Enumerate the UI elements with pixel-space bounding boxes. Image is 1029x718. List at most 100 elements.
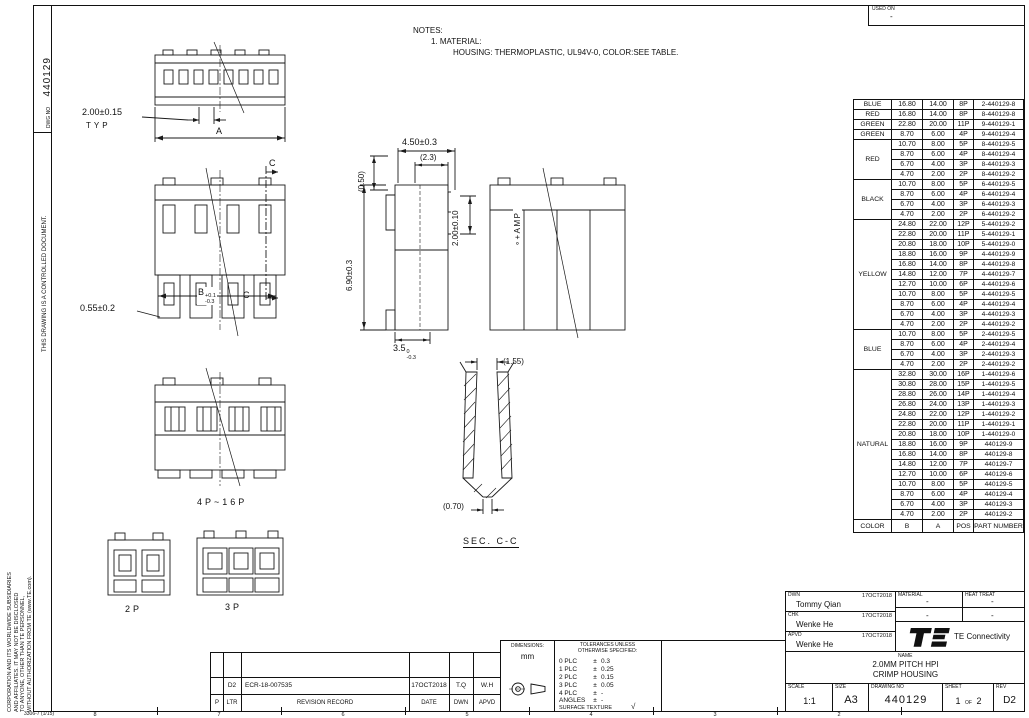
a-cell: 4.00 [922, 349, 954, 360]
pos-cell: 11P [953, 119, 974, 130]
part-number-cell: 2-440129-3 [973, 349, 1024, 360]
section-letter-top: C [269, 158, 276, 168]
a-cell: 30.00 [922, 369, 954, 380]
tolerance-grid-line [661, 641, 662, 712]
pos-cell: 2P [953, 319, 974, 330]
view-label-2p: 2P [125, 604, 143, 614]
b-cell: 22.80 [891, 419, 923, 430]
part-number-cell: 5-440129-1 [973, 229, 1024, 240]
b-cell: 12.70 [891, 279, 923, 290]
a-cell: 16.00 [922, 439, 954, 450]
a-cell: 8.00 [922, 479, 954, 490]
pos-cell: 5P [953, 179, 974, 190]
product-name-line-2: CRIMP HOUSING [872, 670, 939, 679]
part-number-cell: 440129-3 [973, 499, 1024, 510]
sheet-label: SHEET [945, 684, 962, 690]
part-number-cell: 1-440129-2 [973, 409, 1024, 420]
pos-cell: 3P [953, 199, 974, 210]
a-cell: 8.00 [922, 139, 954, 150]
pos-cell: 12P [953, 219, 974, 230]
zone-tick [529, 707, 530, 715]
tolerance-row-4: 4 PLC±- [559, 690, 604, 697]
a-cell: 20.00 [922, 229, 954, 240]
part-number-cell: 8-440129-4 [973, 149, 1024, 160]
rev-cell: REV D2 [994, 684, 1025, 712]
zone-number: 3 [713, 712, 717, 718]
apvd-label: APVD [788, 632, 802, 638]
b-cell: 16.80 [891, 449, 923, 460]
revision-grid-line [211, 677, 501, 678]
a-cell: 14.00 [922, 109, 954, 120]
pos-cell: 3P [953, 349, 974, 360]
form-number: 3306-7 (1/15) [24, 711, 55, 717]
b-cell: 6.70 [891, 499, 923, 510]
dim-0-55: 0.55±0.2 [80, 303, 115, 313]
a-cell: 8.00 [922, 179, 954, 190]
a-cell: 2.00 [922, 509, 954, 520]
pos-cell: 10P [953, 429, 974, 440]
a-cell: 12.00 [922, 269, 954, 280]
sheet-cell: SHEET 1 OF 2 [943, 684, 994, 712]
a-cell: 6.00 [922, 149, 954, 160]
brand-cell: TE Connectivity [896, 622, 1025, 652]
a-cell: 20.00 [922, 119, 954, 130]
dim-6-90: 6.90±0.3 [345, 259, 354, 291]
scale-label: SCALE [788, 684, 805, 690]
a-cell: 28.00 [922, 379, 954, 390]
col-header-b: B [891, 519, 923, 533]
frame-line [33, 132, 52, 133]
sheet-value: 1 OF 2 [955, 696, 982, 706]
notes-item-1-detail: HOUSING: THERMOPLASTIC, UL94V-0, COLOR:S… [453, 48, 679, 57]
pos-cell: 4P [953, 129, 974, 140]
col-header-color: COLOR [853, 519, 892, 533]
chk-label: CHK [788, 612, 799, 618]
revision-record: ECR-18-007535 [245, 682, 292, 689]
used-on-label: USED ON [872, 6, 895, 12]
a-cell: 22.00 [922, 409, 954, 420]
dwn-label: DWN [788, 592, 800, 598]
size-value: A3 [844, 694, 858, 706]
drawing-no-value: 440129 [884, 694, 928, 706]
pos-cell: 15P [953, 379, 974, 390]
part-number-cell: 440129-5 [973, 479, 1024, 490]
zone-tick [157, 707, 158, 715]
section-title: SEC. C-C [463, 536, 519, 549]
color-cell: RED [853, 109, 892, 120]
notes-title: NOTES: [413, 26, 443, 35]
a-cell: 6.00 [922, 489, 954, 500]
pos-cell: 9P [953, 439, 974, 450]
projection-symbol [509, 682, 546, 696]
pos-cell: 8P [953, 259, 974, 270]
a-cell: 14.00 [922, 259, 954, 270]
frame-line [33, 5, 34, 712]
b-cell: 22.80 [891, 229, 923, 240]
color-cell: YELLOW [853, 219, 892, 330]
pos-cell: 4P [953, 489, 974, 500]
b-cell: 12.70 [891, 469, 923, 480]
b-cell: 4.70 [891, 169, 923, 180]
part-number-cell: 1-440129-5 [973, 379, 1024, 390]
dim-2-3: (2.3) [420, 153, 437, 162]
a-cell: 6.00 [922, 339, 954, 350]
a-cell: 4.00 [922, 199, 954, 210]
view-label-3p: 3P [225, 602, 243, 612]
material-value-2: - [926, 611, 929, 620]
color-cell: NATURAL [853, 369, 892, 520]
b-cell: 4.70 [891, 359, 923, 370]
revision-grid-line [409, 653, 410, 712]
part-number-cell: 4-440129-3 [973, 309, 1024, 320]
tolerance-heading-2: OTHERWISE SPECIFIED: [577, 648, 638, 654]
tolerance-row-3: 3 PLC±0.05 [559, 682, 614, 689]
b-cell: 6.70 [891, 309, 923, 320]
chk-date: 17OCT2018 [862, 613, 892, 619]
rev-label: REV [996, 684, 1007, 690]
frame-line [51, 5, 52, 712]
zone-number: 6 [341, 712, 345, 718]
color-cell: BLUE [853, 329, 892, 370]
name-label: NAME [898, 653, 913, 659]
a-cell: 22.00 [922, 219, 954, 230]
b-cell: 32.80 [891, 369, 923, 380]
